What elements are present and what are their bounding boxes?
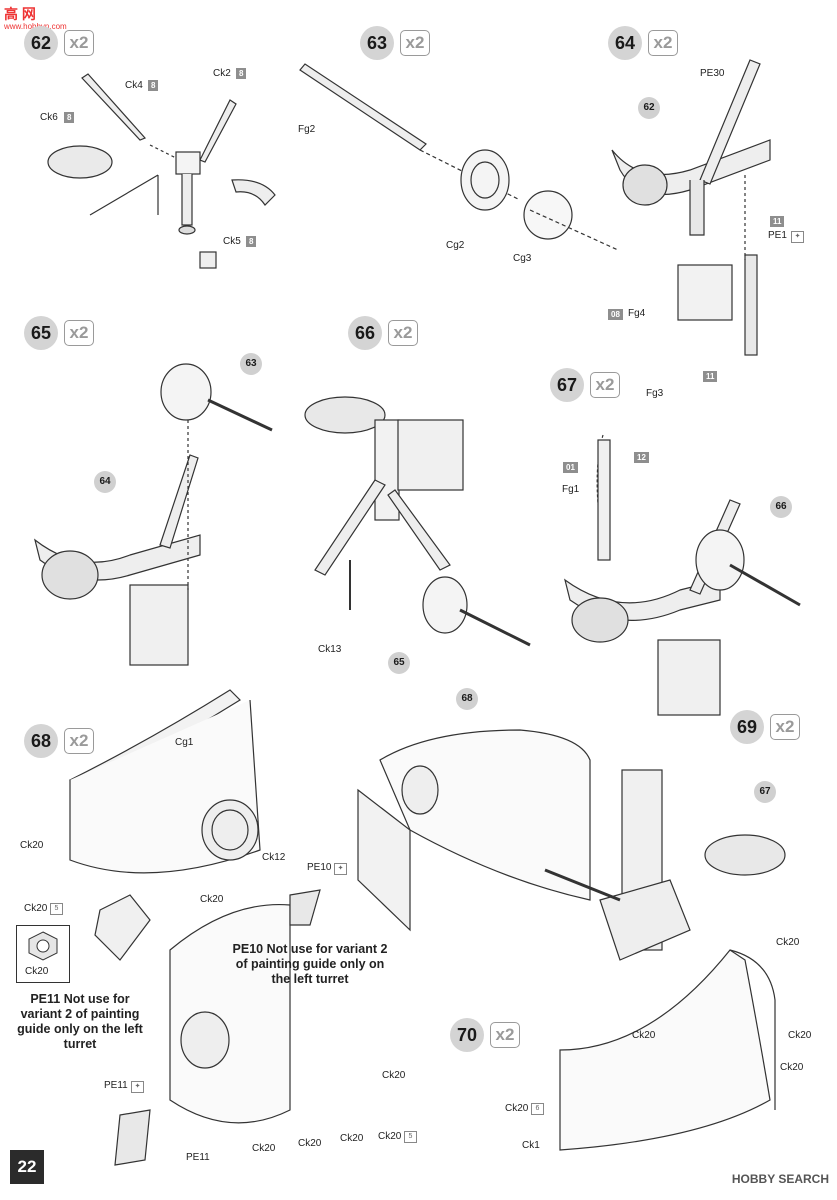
part-label-ck20-x6: Ck20 [505, 1103, 529, 1114]
part-label-pe11: PE11 [104, 1080, 128, 1091]
quantity-badge: x2 [64, 728, 94, 754]
part-label-ck20: Ck20 [200, 894, 224, 905]
step-66-art [304, 396, 531, 647]
part-label-fg2: Fg2 [298, 124, 316, 135]
subassembly-ref-62: 62 [638, 97, 660, 119]
hex-nut-icon [28, 931, 58, 961]
photo-etch-icon: ✦ [334, 863, 347, 875]
step-number: 65 [24, 316, 58, 350]
pe11-note: PE11 Not use for variant 2 of painting g… [17, 992, 143, 1051]
step-number: 68 [24, 724, 58, 758]
step-number: 67 [550, 368, 584, 402]
color-tag: 8 [64, 112, 75, 123]
photo-etch-icon: ✦ [791, 231, 804, 243]
part-label-ck20: Ck20 [25, 966, 49, 977]
quantity-badge: x2 [770, 714, 800, 740]
step-number: 69 [730, 710, 764, 744]
part-label-ck20: Ck20 [780, 1062, 804, 1073]
subassembly-ref-68: 68 [456, 688, 478, 710]
color-tag: 8 [236, 68, 247, 79]
step-number: 70 [450, 1018, 484, 1052]
step-67-art [564, 434, 801, 716]
part-label-ck12: Ck12 [262, 852, 286, 863]
step-70-art [559, 949, 776, 1151]
part-label-ck20: Ck20 [298, 1138, 322, 1149]
photo-etch-icon: ✦ [131, 1081, 144, 1093]
step-68-art [69, 689, 321, 1166]
quantity-small-badge: 5 [404, 1131, 417, 1143]
color-tag: 11 [703, 371, 718, 382]
part-label-ck20: Ck20 [252, 1143, 276, 1154]
part-label-pe1: PE1 [768, 230, 787, 241]
step-number: 63 [360, 26, 394, 60]
watermark-brand: HOBBY SEARCH [731, 1172, 829, 1186]
quantity-small-badge: 6 [531, 1103, 544, 1115]
part-label-fg1: Fg1 [562, 484, 580, 495]
quantity-badge: x2 [64, 320, 94, 346]
part-label-pe10: PE10 [307, 862, 332, 873]
color-tag: 08 [608, 309, 623, 320]
pe10-note: PE10 Not use for variant 2 of painting g… [232, 942, 388, 986]
step-number: 62 [24, 26, 58, 60]
part-label-ck1: Ck1 [522, 1140, 540, 1151]
step-64-art [611, 59, 771, 356]
part-label-fg4: Fg4 [628, 308, 646, 319]
page-number: 22 [10, 1150, 44, 1184]
part-label-ck20-x5: Ck20 [24, 903, 48, 914]
part-label-ck20: Ck20 [382, 1070, 406, 1081]
part-label-ck20: Ck20 [776, 937, 800, 948]
color-tag: 01 [563, 462, 578, 473]
subassembly-ref-63: 63 [240, 353, 262, 375]
watermark-logo: 高 网 [4, 6, 36, 22]
color-tag: 12 [634, 452, 649, 463]
quantity-badge: x2 [64, 30, 94, 56]
part-label-pe11: PE11 [186, 1152, 210, 1163]
part-label-ck6: Ck6 [40, 112, 58, 123]
color-tag: 8 [148, 80, 159, 91]
step-62-art [47, 73, 276, 269]
color-tag: 8 [246, 236, 257, 247]
part-label-ck4: Ck4 [125, 80, 143, 91]
quantity-badge: x2 [490, 1022, 520, 1048]
part-label-ck2: Ck2 [213, 68, 231, 79]
part-label-ck20: Ck20 [20, 840, 44, 851]
part-label-cg2: Cg2 [446, 240, 465, 251]
subassembly-ref-64: 64 [94, 471, 116, 493]
subassembly-ref-67: 67 [754, 781, 776, 803]
subassembly-ref-65: 65 [388, 652, 410, 674]
quantity-badge: x2 [400, 30, 430, 56]
quantity-small-badge: 5 [50, 903, 63, 915]
quantity-badge: x2 [590, 372, 620, 398]
step-63-art [299, 63, 619, 251]
part-label-fg3: Fg3 [646, 388, 664, 399]
step-69-art [357, 729, 786, 961]
quantity-badge: x2 [388, 320, 418, 346]
part-label-ck13: Ck13 [318, 644, 342, 655]
subassembly-ref-66: 66 [770, 496, 792, 518]
part-label-cg1: Cg1 [175, 737, 194, 748]
part-label-cg3: Cg3 [513, 253, 532, 264]
part-label-ck5: Ck5 [223, 236, 241, 247]
quantity-badge: x2 [648, 30, 678, 56]
nut-detail-box: Ck20 [16, 925, 70, 983]
part-label-ck20-x5: Ck20 [378, 1131, 402, 1142]
part-label-ck20: Ck20 [340, 1133, 364, 1144]
step-number: 66 [348, 316, 382, 350]
step-65-art [33, 363, 273, 666]
part-label-ck20: Ck20 [632, 1030, 656, 1041]
part-label-pe30: PE30 [700, 68, 725, 79]
part-label-ck20: Ck20 [788, 1030, 812, 1041]
color-tag: 11 [770, 216, 785, 227]
step-number: 64 [608, 26, 642, 60]
